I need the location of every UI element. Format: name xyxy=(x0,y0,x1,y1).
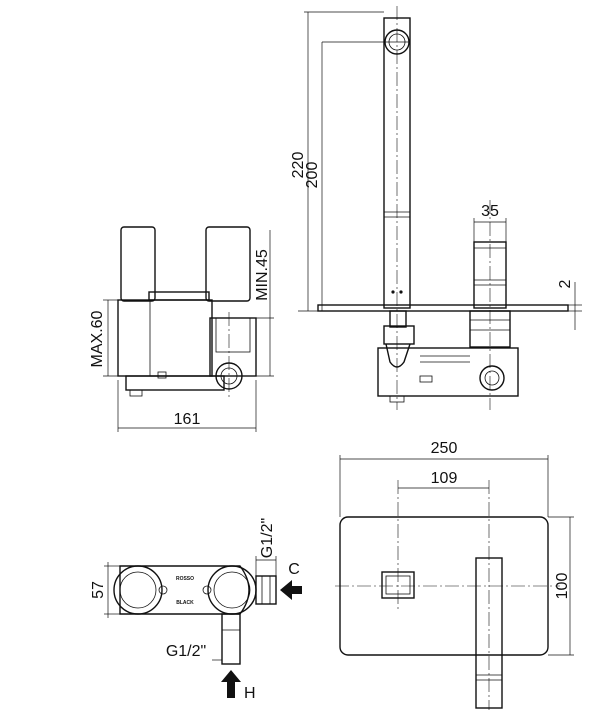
front-spout-right xyxy=(205,226,251,302)
dim-57: 57 xyxy=(90,581,107,599)
side-view: 220 200 35 2 xyxy=(290,6,582,410)
front-body xyxy=(117,299,213,377)
bottom-inlet-pipe xyxy=(221,613,241,665)
body-port-left-inner xyxy=(119,571,157,609)
front-inlet-box xyxy=(209,317,257,377)
cold-arrow xyxy=(280,580,302,600)
top-view: 250 109 100 xyxy=(335,440,574,710)
front-view: MAX.60 MIN.45 161 xyxy=(89,226,274,432)
dim-2: 2 xyxy=(557,279,574,288)
hot-label: H xyxy=(244,685,256,702)
dim-max60: MAX.60 xyxy=(89,310,106,367)
wall-plate xyxy=(317,304,569,312)
body-port-right-inner xyxy=(213,571,251,609)
handle xyxy=(473,241,507,309)
side-inlet-outer xyxy=(479,365,505,391)
body-mark-top: ROSSO xyxy=(176,576,194,582)
body-outline xyxy=(119,565,250,615)
front-spout-left xyxy=(120,226,156,302)
dim-100: 100 xyxy=(554,573,571,600)
concealed-body xyxy=(377,347,519,397)
hot-arrow xyxy=(221,670,241,698)
dim-109: 109 xyxy=(431,470,458,487)
body-port-left-outer xyxy=(113,565,163,615)
dim-min45: MIN.45 xyxy=(254,249,271,301)
dim-220: 220 xyxy=(290,152,307,179)
dim-161: 161 xyxy=(174,411,201,428)
dim-g12-bottom: G1/2" xyxy=(166,643,206,660)
side-inlet-pipe xyxy=(255,575,277,605)
dim-250: 250 xyxy=(431,440,458,457)
dim-200: 200 xyxy=(304,162,321,189)
dim-35: 35 xyxy=(481,203,499,220)
dim-g12-side: G1/2" xyxy=(259,518,276,558)
body-mark-bottom: BLACK xyxy=(176,600,194,606)
cold-label: C xyxy=(288,561,300,578)
side-inlet-inner xyxy=(484,370,500,386)
body-view: ROSSO BLACK C G1/2" H G1/2" 57 xyxy=(90,518,302,702)
